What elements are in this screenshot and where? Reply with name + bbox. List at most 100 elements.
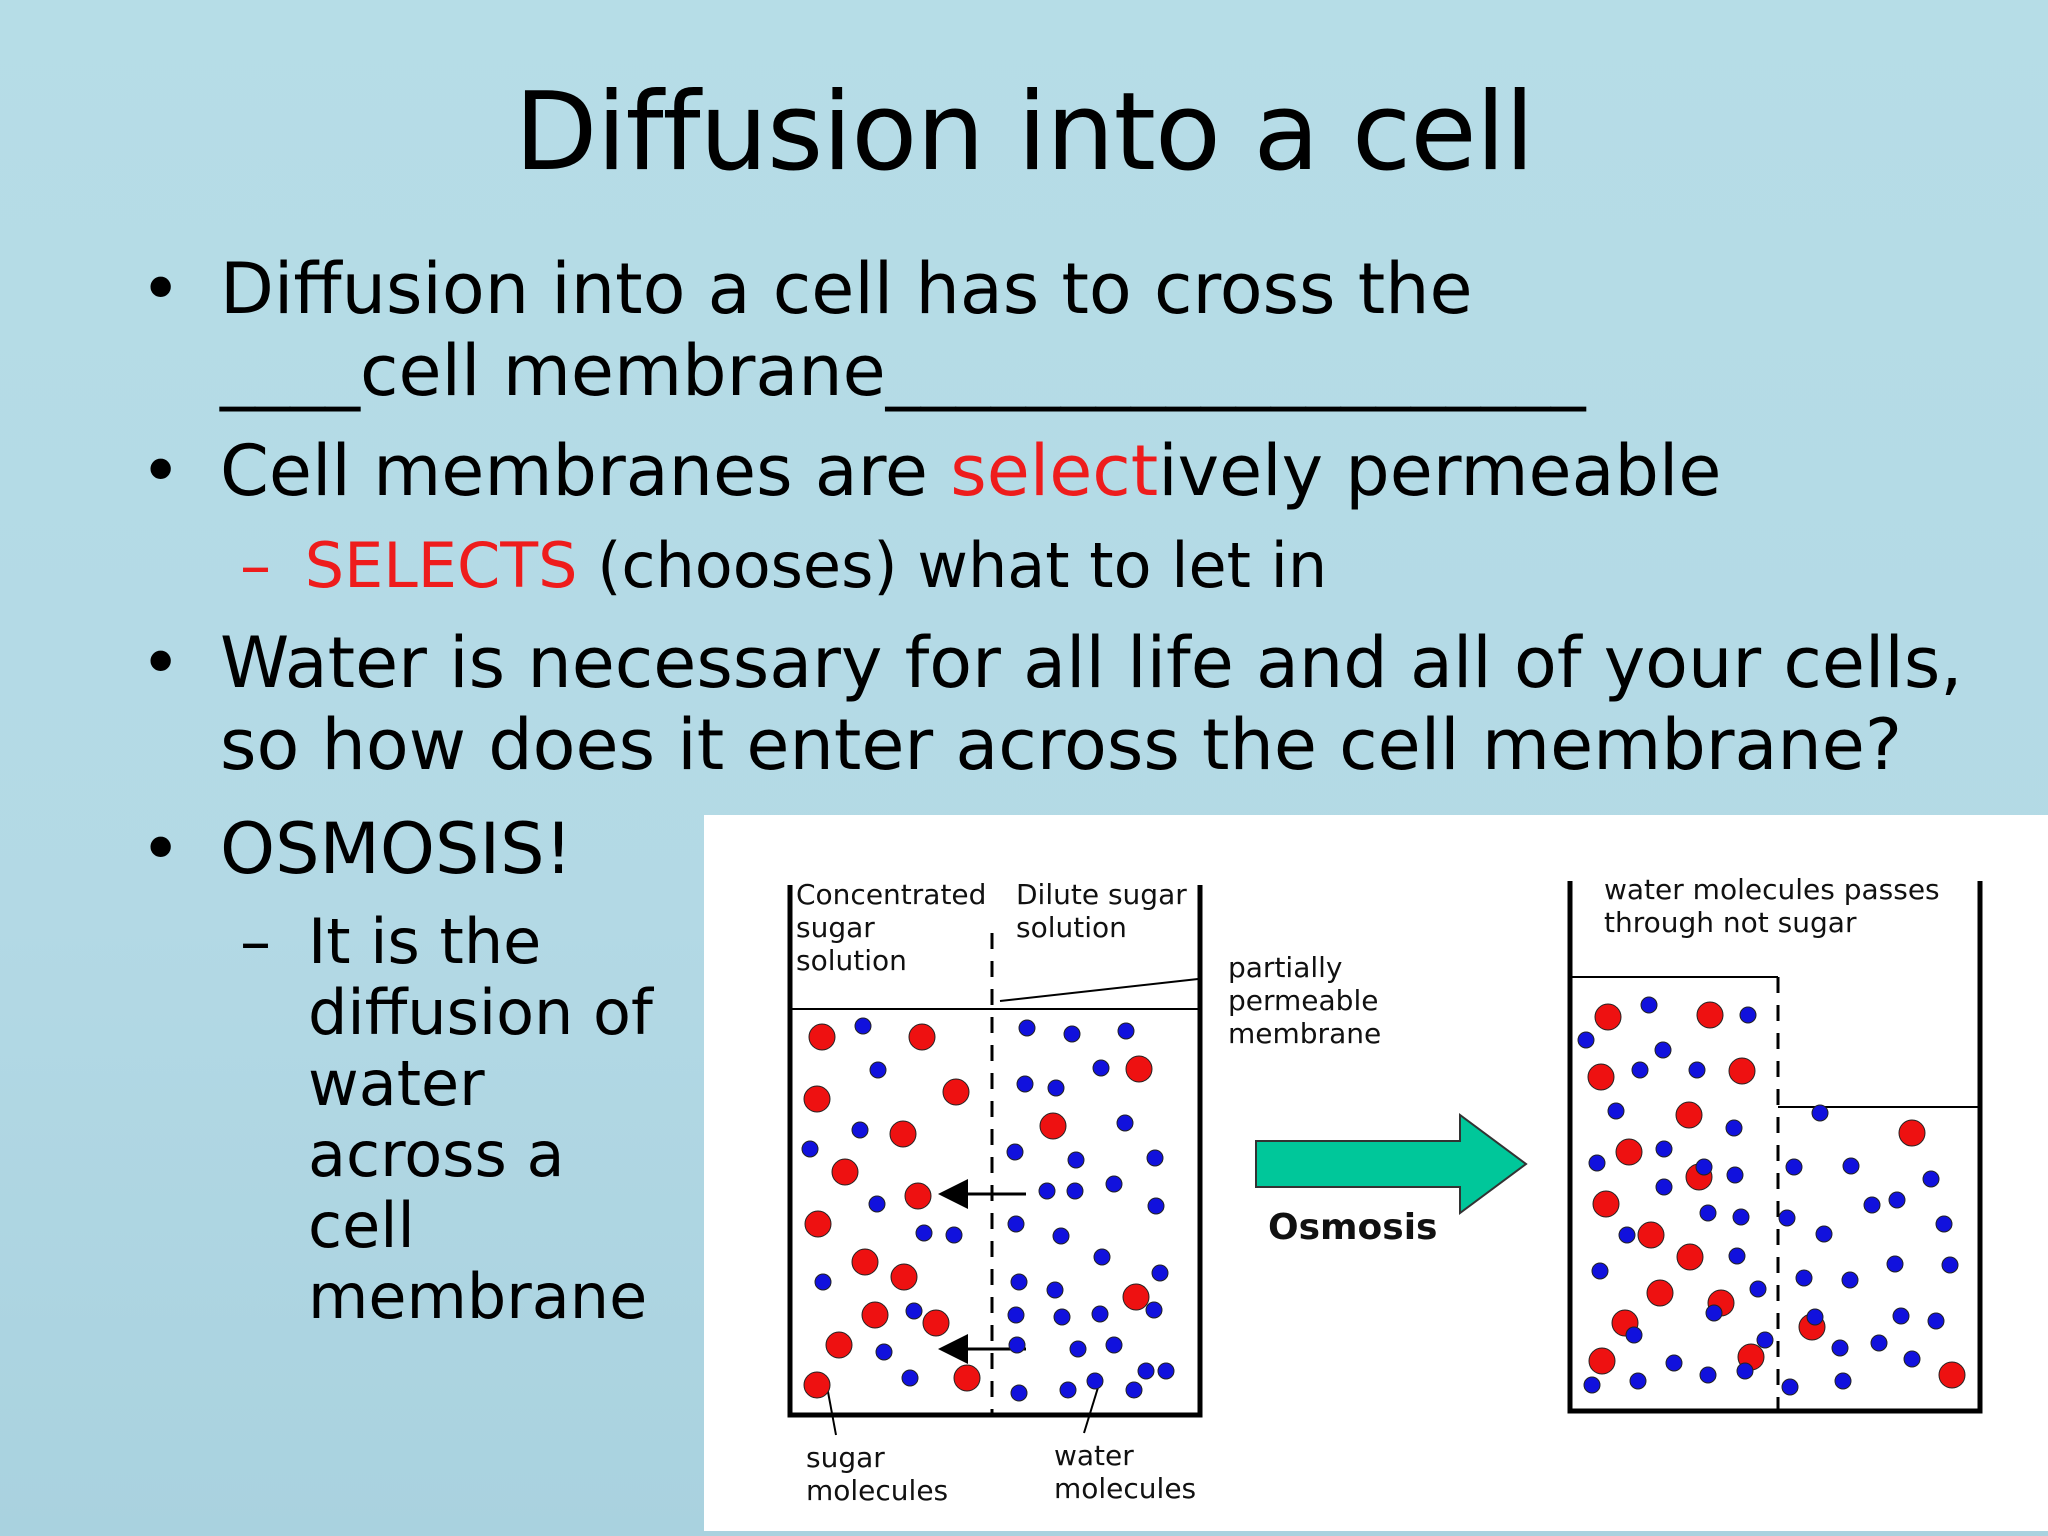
sugar-molecule — [1587, 1063, 1615, 1091]
water-molecule — [1007, 1306, 1025, 1324]
water-molecule — [1654, 1041, 1672, 1059]
water-molecule — [1726, 1166, 1744, 1184]
label-line: partially — [1228, 951, 1343, 984]
bullet-text-line1: Diffusion into a cell has to cross the — [220, 248, 1473, 330]
water-molecule — [1834, 1372, 1852, 1390]
water-molecule — [1046, 1281, 1064, 1299]
sugar-molecule — [1594, 1003, 1622, 1031]
bullet-marker: • — [140, 430, 182, 512]
osmosis-diagram-svg: Concentrated sugar solution Dilute sugar… — [787, 873, 1983, 1507]
sugar-molecule — [1728, 1057, 1756, 1085]
water-molecule — [875, 1343, 893, 1361]
water-molecule — [1010, 1273, 1028, 1291]
water-molecule — [1607, 1102, 1625, 1120]
text-highlight-red: select — [950, 430, 1159, 512]
water-molecule — [1008, 1336, 1026, 1354]
label-line: water molecules passes — [1604, 873, 1940, 906]
label-line: solution — [796, 944, 907, 977]
water-molecule — [1935, 1215, 1953, 1233]
water-molecule — [1705, 1304, 1723, 1322]
water-molecule — [1795, 1269, 1813, 1287]
definition-line: water — [308, 1047, 485, 1120]
water-molecule — [1018, 1019, 1036, 1037]
label-line: molecules — [806, 1474, 948, 1507]
molecules-after — [1577, 996, 1966, 1396]
sugar-molecule — [1592, 1190, 1620, 1218]
definition-line: cell — [308, 1189, 415, 1262]
bullet-text-line1: Water is necessary for all life and all … — [220, 622, 1963, 704]
definition-line: membrane — [308, 1260, 648, 1333]
water-molecule — [1841, 1271, 1859, 1289]
water-molecule — [1066, 1182, 1084, 1200]
sugar-molecule — [889, 1120, 917, 1148]
water-molecule — [1006, 1143, 1024, 1161]
beaker-before — [787, 885, 1203, 1436]
water-molecule — [1665, 1354, 1683, 1372]
water-molecule — [1591, 1262, 1609, 1280]
water-molecule — [1739, 1006, 1757, 1024]
water-molecule — [1059, 1381, 1077, 1399]
label-line: through not sugar — [1604, 906, 1857, 939]
label-line: sugar — [796, 911, 875, 944]
water-molecule — [1903, 1350, 1921, 1368]
bullet-text-line2: so how does it enter across the cell mem… — [220, 704, 1903, 786]
water-molecule — [814, 1273, 832, 1291]
water-molecule — [868, 1195, 886, 1213]
osmosis-arrow-icon — [1255, 1113, 1528, 1215]
water-molecule — [1137, 1362, 1155, 1380]
water-molecule — [1016, 1075, 1034, 1093]
membrane-label: partially permeable membrane — [1228, 951, 1387, 1050]
water-pointer-line — [1083, 1380, 1101, 1434]
water-molecule — [1146, 1149, 1164, 1167]
sugar-molecule — [942, 1078, 970, 1106]
label-line: solution — [1016, 911, 1127, 944]
result-label: water molecules passes through not sugar — [1604, 873, 1949, 939]
definition-line: It is the — [308, 905, 542, 978]
water-molecule — [1732, 1208, 1750, 1226]
water-molecule — [1010, 1384, 1028, 1402]
water-molecule — [1699, 1204, 1717, 1222]
water-molecule — [1863, 1196, 1881, 1214]
water-molecule — [1091, 1305, 1109, 1323]
water-molecule — [1778, 1209, 1796, 1227]
sugar-molecule — [1125, 1055, 1153, 1083]
water-molecule — [1811, 1104, 1829, 1122]
sugar-molecule — [803, 1085, 831, 1113]
osmosis-diagram: Concentrated sugar solution Dilute sugar… — [704, 815, 2048, 1531]
label-line: molecules — [1054, 1472, 1196, 1505]
water-molecule — [1886, 1255, 1904, 1273]
text-plain: ively permeable — [1158, 430, 1722, 512]
water-molecule — [1093, 1248, 1111, 1266]
bullet-marker: • — [140, 808, 182, 890]
water-molecule — [1842, 1157, 1860, 1175]
text-plain: Cell membranes are — [220, 430, 951, 512]
sugar-molecule — [851, 1248, 879, 1276]
label-line: Concentrated — [796, 878, 986, 911]
water-molecule — [1892, 1307, 1910, 1325]
sugar-molecule — [804, 1210, 832, 1238]
water-molecule — [1086, 1372, 1104, 1390]
water-molecule — [1815, 1225, 1833, 1243]
bullet-marker: • — [140, 248, 182, 330]
sugar-molecule — [825, 1331, 853, 1359]
sugar-molecule — [808, 1023, 836, 1051]
water-molecule — [1631, 1061, 1649, 1079]
water-molecule — [1145, 1301, 1163, 1319]
water-molecule — [1781, 1378, 1799, 1396]
concentrated-label: Concentrated sugar solution — [796, 878, 995, 977]
water-molecule — [1092, 1059, 1110, 1077]
water-molecule — [1125, 1381, 1143, 1399]
sugar-molecule — [904, 1182, 932, 1210]
water-molecule — [1655, 1178, 1673, 1196]
bullet-text: Cell membranes are selectively permeable — [220, 430, 1721, 512]
sugar-molecule — [1898, 1119, 1926, 1147]
slide-title: Diffusion into a cell — [514, 70, 1534, 195]
sugar-molecule — [890, 1263, 918, 1291]
water-molecule — [1725, 1119, 1743, 1137]
water-molecule — [1941, 1256, 1959, 1274]
water-molecule — [1007, 1215, 1025, 1233]
water-molecule — [869, 1061, 887, 1079]
water-molecule — [1699, 1366, 1717, 1384]
water-molecule — [1047, 1079, 1065, 1097]
definition-line: across a — [308, 1118, 565, 1191]
